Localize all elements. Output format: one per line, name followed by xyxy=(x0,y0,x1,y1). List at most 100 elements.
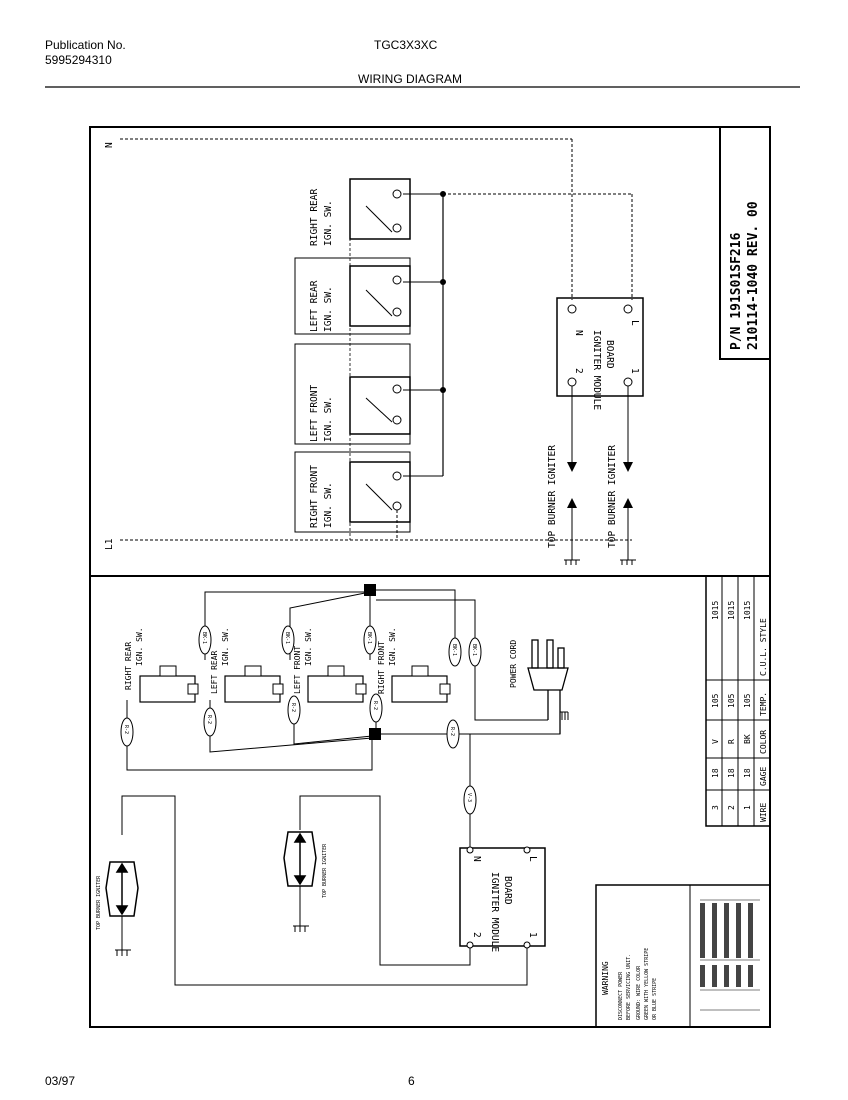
switch-label: RIGHT FRONT xyxy=(309,465,320,528)
svg-text:R-2: R-2 xyxy=(290,703,296,712)
svg-text:RIGHT REAR: RIGHT REAR xyxy=(124,642,133,690)
switch-right-rear: RIGHT REAR IGN. SW. xyxy=(309,178,443,246)
svg-text:GROUND: WIRE COLOR: GROUND: WIRE COLOR xyxy=(636,965,642,1020)
svg-text:BK-1: BK-1 xyxy=(201,632,207,644)
svg-text:3: 3 xyxy=(711,805,720,810)
switch-label: IGN. SW. xyxy=(323,286,334,332)
wire-table: WIRE GAGE COLOR TEMP. C.U.L. STYLE 1 18 … xyxy=(705,575,771,827)
ground-icon xyxy=(293,925,309,932)
svg-text:LEFT REAR: LEFT REAR xyxy=(210,650,219,694)
svg-text:1015: 1015 xyxy=(711,601,720,620)
wire-label: R-2 xyxy=(446,719,460,749)
switch-label: IGN. SW. xyxy=(323,396,334,442)
model-number: TGC3X3XC xyxy=(374,38,438,52)
wire-label: R-2 xyxy=(120,717,134,747)
revision: 210114-1040 REV. 00 xyxy=(746,201,761,350)
publication-label: Publication No. xyxy=(45,38,126,52)
wire-label: BK-1 xyxy=(281,625,295,655)
pictorial-igniter-module: N L 2 1 IGNITER MODULE BOARD xyxy=(459,846,546,952)
svg-text:RIGHT FRONT: RIGHT FRONT xyxy=(377,641,386,694)
page-number: 6 xyxy=(408,1074,415,1088)
module-label: BOARD xyxy=(604,340,615,369)
publication-number: 5995294310 xyxy=(45,53,112,67)
pin-label: N xyxy=(471,856,482,862)
svg-text:BK: BK xyxy=(743,734,752,744)
svg-text:BK-1: BK-1 xyxy=(284,632,290,644)
switch-label: LEFT FRONT xyxy=(309,385,320,442)
switch-label: LEFT REAR xyxy=(309,280,320,332)
pin-label: 2 xyxy=(471,932,482,938)
ground-icon xyxy=(564,559,580,565)
ground-icon xyxy=(560,711,569,720)
svg-text:2: 2 xyxy=(727,805,736,810)
svg-text:18: 18 xyxy=(727,768,736,778)
part-number: P/N 191S01SF216 xyxy=(729,232,744,350)
svg-text:IGN. SW.: IGN. SW. xyxy=(135,627,144,666)
wire-label: BK-1 xyxy=(198,625,212,655)
svg-text:IGN. SW.: IGN. SW. xyxy=(388,627,397,666)
page-title: WIRING DIAGRAM xyxy=(358,72,462,86)
wire-label: BK-1 xyxy=(448,637,462,667)
warning-box: WARNING DISCONNECT POWER BEFORE SERVICIN… xyxy=(595,884,771,1028)
svg-text:BEFORE SERVICING UNIT.: BEFORE SERVICING UNIT. xyxy=(626,954,632,1020)
wire-label: BK-1 xyxy=(363,625,377,655)
svg-text:C.U.L. STYLE: C.U.L. STYLE xyxy=(759,618,768,676)
switch-left-front: LEFT FRONT IGN. SW. xyxy=(294,343,443,445)
pictorial-switch-right-front: RIGHT FRONT IGN. SW. xyxy=(377,627,451,703)
svg-text:BK-1: BK-1 xyxy=(366,632,372,644)
igniter-label: TOP BURNER IGNITER xyxy=(322,843,328,898)
svg-text:105: 105 xyxy=(743,693,752,708)
pin-label: N xyxy=(573,330,584,336)
pin-label: 1 xyxy=(527,932,538,938)
svg-text:105: 105 xyxy=(711,693,720,708)
igniter-label: TOP BURNER IGNITER xyxy=(607,445,618,548)
svg-text:1: 1 xyxy=(743,805,752,810)
wire-label: R-2 xyxy=(203,707,217,737)
pin-label: 1 xyxy=(629,368,640,374)
switch-left-rear: LEFT REAR IGN. SW. xyxy=(294,257,443,335)
wire-label: R-2 xyxy=(287,695,301,725)
svg-text:R-2: R-2 xyxy=(123,725,129,734)
pictorial-igniter-left xyxy=(105,861,139,950)
svg-text:LEFT FRONT: LEFT FRONT xyxy=(293,646,302,694)
neutral-label: N xyxy=(104,142,115,148)
pin-label: 2 xyxy=(573,368,584,374)
part-number-box xyxy=(719,126,771,360)
svg-text:DISCONNECT POWER: DISCONNECT POWER xyxy=(618,971,624,1020)
igniter-label: TOP BURNER IGNITER xyxy=(96,875,102,930)
module-label: IGNITER MODULE xyxy=(489,872,500,952)
wire-label: R-2 xyxy=(369,693,383,723)
svg-text:WARNING: WARNING xyxy=(601,961,610,995)
svg-text:OR BLUE STRIPE: OR BLUE STRIPE xyxy=(652,978,658,1020)
svg-text:GAGE: GAGE xyxy=(759,767,768,786)
svg-text:BK-1: BK-1 xyxy=(471,644,477,656)
ground-icon xyxy=(115,949,131,956)
pictorial-section: BK-1 BK-1 BK-1 BK-1 BK-1 R-2 R-2 R-2 xyxy=(96,575,771,1028)
switch-right-front: RIGHT FRONT IGN. SW. xyxy=(294,451,443,540)
schematic-section: RIGHT REAR IGN. SW. LEFT REAR IGN. SW. L… xyxy=(104,126,771,565)
svg-text:1015: 1015 xyxy=(727,601,736,620)
switch-label: IGN. SW. xyxy=(323,200,334,246)
svg-text:R-2: R-2 xyxy=(372,701,378,710)
svg-text:18: 18 xyxy=(711,768,720,778)
svg-text:R-2: R-2 xyxy=(206,715,212,724)
pictorial-switch-left-front: LEFT FRONT IGN. SW. xyxy=(293,627,367,703)
wire-label: BK-1 xyxy=(468,637,482,667)
svg-text:COLOR: COLOR xyxy=(759,730,768,754)
wire-label: V-3 xyxy=(463,785,477,815)
svg-text:BK-1: BK-1 xyxy=(451,644,457,656)
junction-block xyxy=(369,728,381,740)
module-label: IGNITER MODULE xyxy=(591,330,602,410)
l1-label: L1 xyxy=(104,538,115,550)
svg-text:R: R xyxy=(727,739,736,744)
svg-text:V: V xyxy=(711,739,720,744)
igniter-module-board: N L 2 1 IGNITER MODULE BOARD xyxy=(556,297,644,410)
pictorial-switch-right-rear: RIGHT REAR IGN. SW. xyxy=(124,627,199,703)
svg-text:1015: 1015 xyxy=(743,601,752,620)
module-label: BOARD xyxy=(502,876,513,905)
svg-text:V-3: V-3 xyxy=(466,793,472,802)
svg-text:IGN. SW.: IGN. SW. xyxy=(304,627,313,666)
svg-text:WIRE: WIRE xyxy=(759,803,768,822)
svg-text:R-2: R-2 xyxy=(449,727,455,736)
